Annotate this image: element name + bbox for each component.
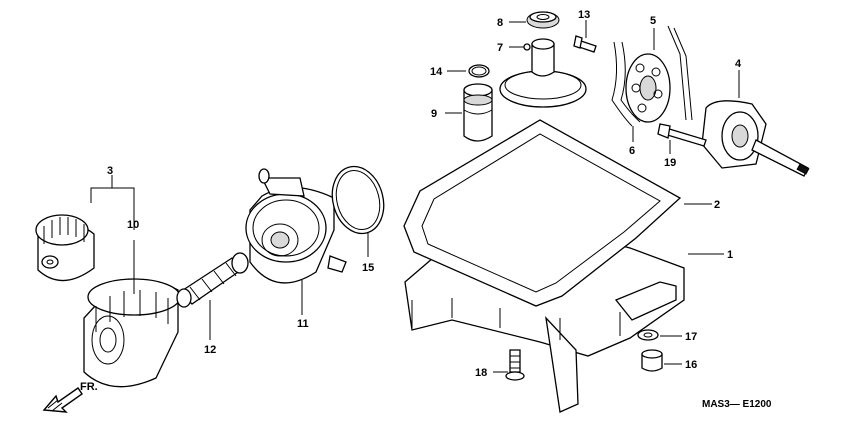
callout-7: 7 (497, 42, 503, 54)
o-ring (331, 165, 385, 235)
oil-strainer (499, 38, 587, 108)
callout-14: 14 (430, 66, 443, 78)
callout-1: 1 (727, 249, 733, 261)
front-direction-arrow-icon (42, 387, 83, 413)
oil-cooler-bolt (176, 252, 249, 308)
callout-15: 15 (362, 262, 374, 274)
relief-valve (463, 83, 493, 142)
callout-19: 19 (664, 157, 676, 169)
small-o-ring (468, 64, 490, 78)
oil-pump (701, 100, 810, 177)
pump-sprocket (625, 53, 671, 123)
callout-3: 3 (107, 165, 113, 177)
callout-18: 18 (475, 367, 487, 379)
oil-pan-gasket (403, 119, 682, 307)
sealing-washer (637, 329, 659, 341)
oil-filter-cartridge (83, 278, 181, 388)
diagram-code: MAS3— E1200 (702, 399, 772, 410)
callout-16: 16 (685, 359, 697, 371)
callout-6: 6 (629, 145, 635, 157)
oil-filter-cap (35, 214, 95, 282)
callout-9: 9 (431, 108, 437, 120)
callout-11: 11 (297, 318, 309, 330)
callout-5: 5 (650, 15, 656, 27)
drive-chain (611, 25, 693, 127)
pan-bolt (505, 349, 525, 381)
oil-cooler (245, 168, 347, 284)
callout-4: 4 (735, 58, 742, 70)
pump-mounting-bolt (657, 123, 707, 147)
callout-10: 10 (127, 219, 139, 231)
callout-12: 12 (204, 344, 216, 356)
callout-2: 2 (714, 199, 720, 211)
strainer-seal (526, 11, 560, 29)
direction-label: FR. (80, 381, 98, 393)
callout-8: 8 (497, 17, 503, 29)
callout-13: 13 (578, 9, 590, 21)
drain-bolt (641, 349, 663, 372)
callout-17: 17 (685, 331, 697, 343)
small-bolt (573, 35, 597, 53)
